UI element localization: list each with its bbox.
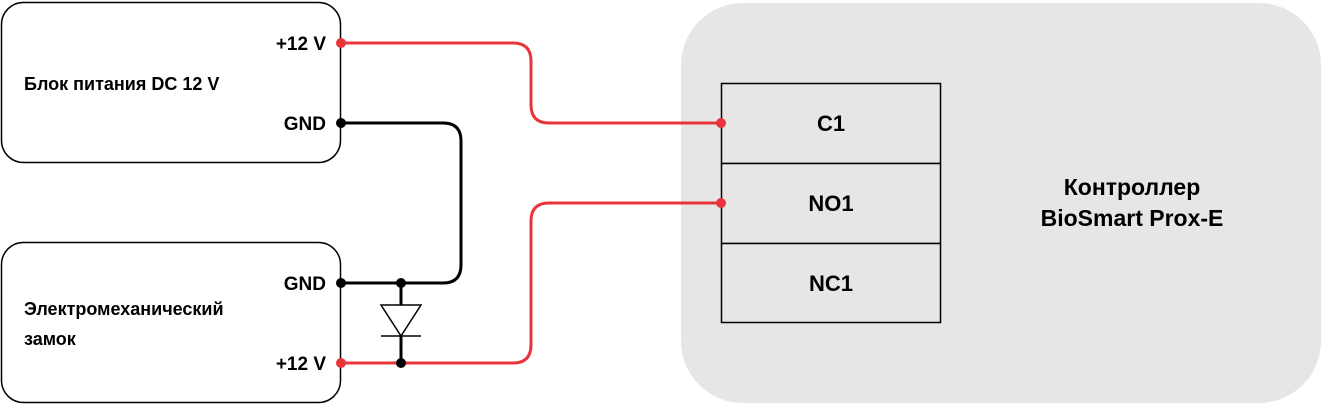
- controller-name-line1: Контроллер: [1064, 174, 1201, 200]
- power-supply-box: [0, 1, 342, 164]
- wire-psu-plus-to-c1: [341, 41, 721, 125]
- terminal-nc1-cell: [720, 242, 942, 324]
- terminal-c1-cell: [720, 82, 942, 165]
- lock-plus-label: +12 V: [276, 354, 327, 375]
- wire-lock-plus-to-no1: [341, 201, 721, 365]
- diode-icon: [379, 283, 423, 363]
- node-psu-plus: [336, 38, 346, 48]
- node-no1: [716, 198, 726, 208]
- node-lock-plus: [336, 358, 346, 368]
- power-supply-plus-label: +12 V: [276, 34, 327, 55]
- power-supply-gnd-label: GND: [284, 114, 326, 135]
- node-c1: [716, 118, 726, 128]
- terminal-c1-label: C1: [817, 111, 845, 136]
- lock-name-line1: Электромеханический: [24, 299, 224, 319]
- lock-name-line2: замок: [24, 329, 77, 349]
- lock-box: [0, 241, 342, 404]
- wire-psu-gnd-to-lock-gnd: [341, 121, 463, 285]
- terminal-block: [720, 82, 942, 324]
- node-psu-gnd: [336, 118, 346, 128]
- lock-gnd-label: GND: [284, 274, 326, 295]
- terminal-no1-label: NO1: [808, 191, 853, 216]
- node-diode-plus: [396, 358, 406, 368]
- power-supply-name: Блок питания DC 12 V: [24, 74, 219, 94]
- controller-name-line2: BioSmart Prox-E: [1041, 205, 1224, 231]
- node-diode-gnd: [396, 278, 406, 288]
- node-lock-gnd: [336, 278, 346, 288]
- terminal-nc1-label: NC1: [809, 271, 853, 296]
- terminal-no1-cell: [720, 162, 942, 245]
